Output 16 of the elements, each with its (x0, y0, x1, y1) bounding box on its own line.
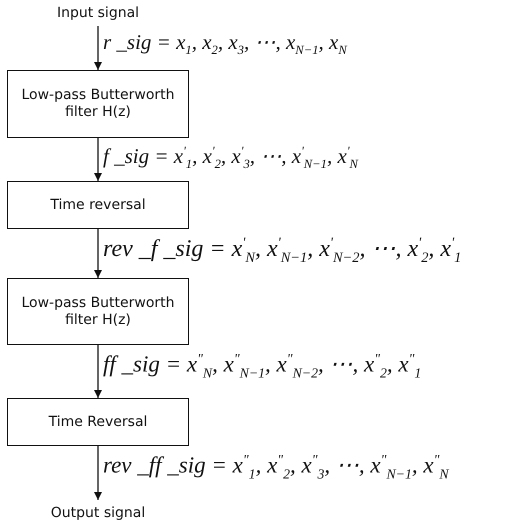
process-box (7, 278, 189, 345)
box-label: Time Reversal (48, 414, 148, 430)
process-box (7, 398, 189, 446)
process-box (7, 70, 189, 138)
arrow (94, 26, 102, 70)
signal-label: Output signal (50, 504, 146, 522)
arrow (94, 446, 102, 500)
signal-label: Input signal (56, 4, 140, 22)
box-label: Time reversal (50, 196, 146, 214)
box-label: Low-pass Butterworth filter H(z) (20, 294, 176, 328)
arrow (94, 345, 102, 398)
process-box (7, 181, 189, 229)
edge-label: r _sig = x$_{1}$, x$_{2}$, x$_{3}$, ⋯, x$_{N−1}$, x$_{N}$ (103, 32, 347, 57)
arrow (94, 138, 102, 181)
arrow (94, 229, 102, 278)
box-label: Low-pass Butterworth filter H(z) (20, 87, 176, 121)
